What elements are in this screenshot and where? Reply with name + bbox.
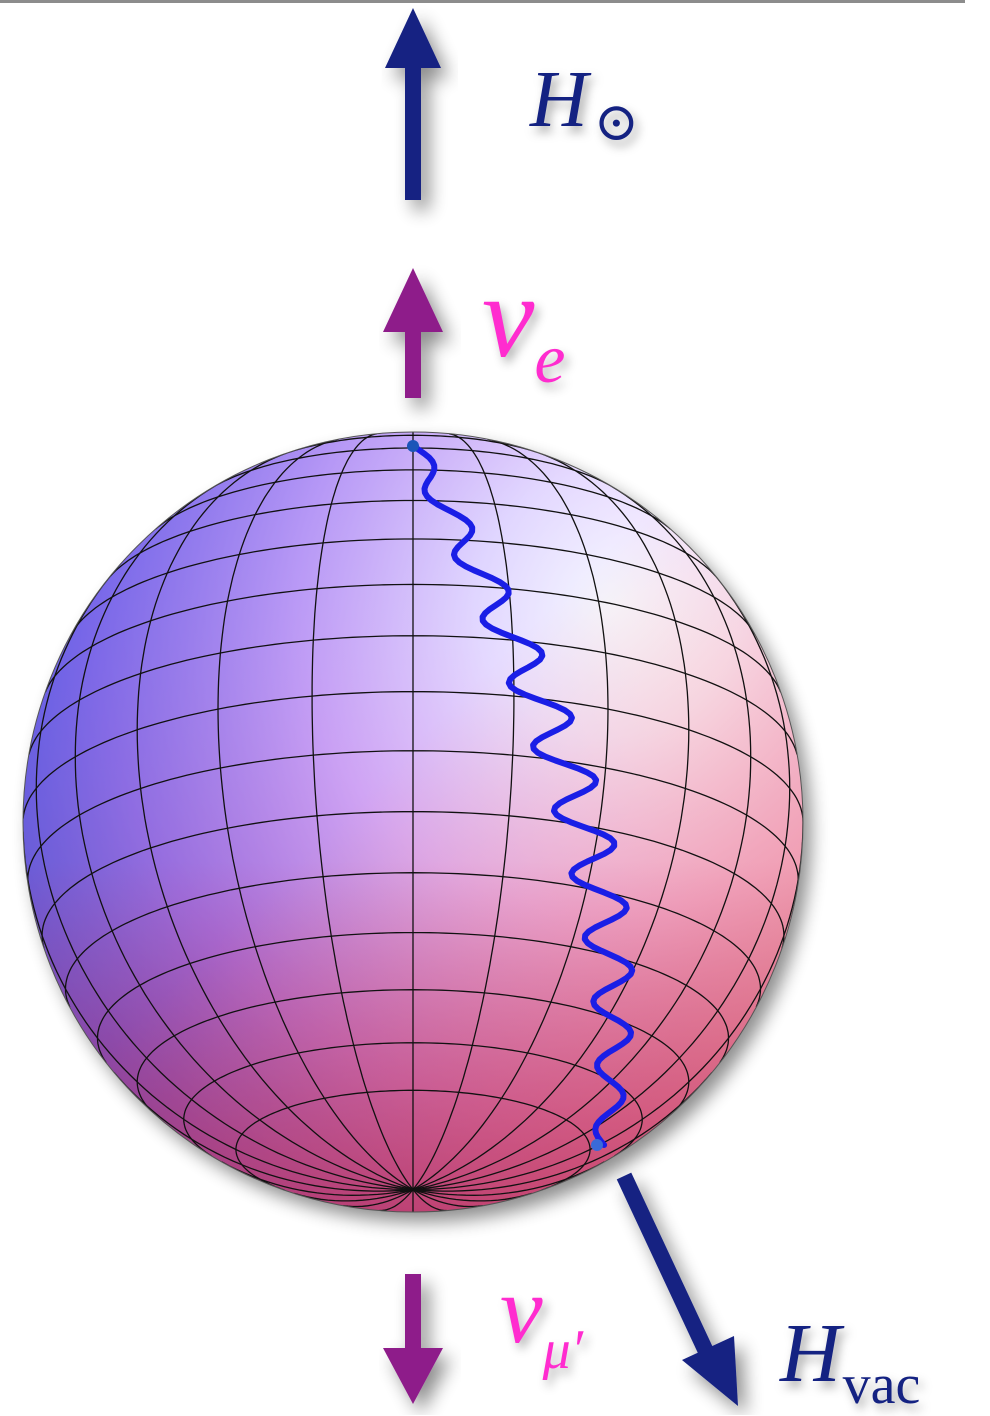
- top-rule: [0, 0, 965, 3]
- sphere-grid: [23, 432, 803, 1212]
- h-vac-arrow: [616, 1172, 738, 1406]
- h-sun-symbol: H: [530, 56, 588, 144]
- bloch-sphere: [22, 431, 804, 1213]
- nu-e-symbol: ν: [482, 251, 535, 382]
- nu-mu-symbol: ν: [500, 1256, 543, 1363]
- nu-e-label: νe: [482, 258, 565, 395]
- end-point: [591, 1139, 603, 1151]
- h-sun-arrow: [385, 8, 441, 200]
- trajectory: [407, 440, 636, 1151]
- h-sun-subscript: ⊙: [593, 92, 640, 152]
- h-vac-label: Hvac: [780, 1312, 921, 1416]
- h-sun-label: H⊙: [530, 60, 639, 149]
- nu-mu-label: νμ′: [500, 1262, 583, 1381]
- start-point: [407, 440, 419, 452]
- nu-e-arrow: [383, 268, 443, 398]
- h-vac-symbol: H: [780, 1307, 841, 1400]
- nu-mu-subscript: μ′: [542, 1319, 583, 1381]
- h-vac-subscript: vac: [842, 1354, 921, 1416]
- nu-e-subscript: e: [534, 321, 566, 398]
- nu-mu-arrow: [383, 1274, 443, 1404]
